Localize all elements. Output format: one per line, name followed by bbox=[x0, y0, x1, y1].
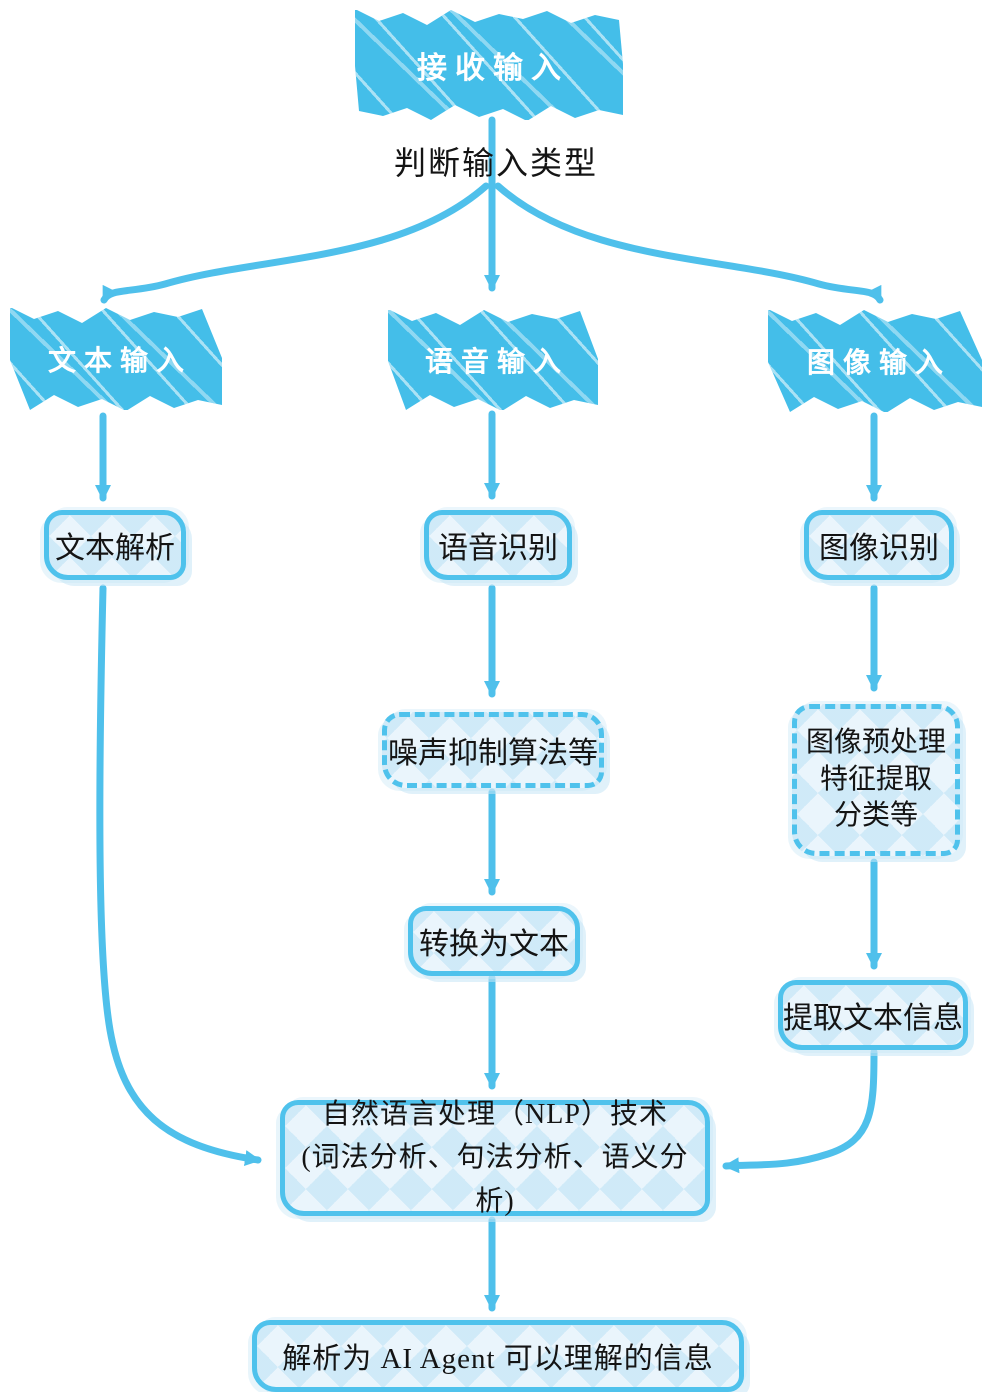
node-receive-input: 接收输入 bbox=[355, 10, 623, 120]
node-nlp-line1: 自然语言处理（NLP）技术 bbox=[322, 1098, 668, 1130]
node-text-input-label: 文本输入 bbox=[47, 345, 192, 376]
node-image-preprocess-line3: 分类等 bbox=[833, 800, 918, 832]
node-text-parse-label: 文本解析 bbox=[55, 532, 175, 565]
node-voice-recognize: 语音识别 bbox=[424, 510, 572, 580]
node-text-input: 文本输入 bbox=[10, 308, 222, 410]
node-convert-to-text-label: 转换为文本 bbox=[419, 928, 569, 961]
branch-decision-label: 判断输入类型 bbox=[394, 145, 599, 181]
node-nlp-line2: (词法分析、句法分析、语义分析) bbox=[301, 1142, 689, 1217]
node-final-label: 解析为 AI Agent 可以理解的信息 bbox=[282, 1343, 714, 1375]
node-image-recognize-label: 图像识别 bbox=[819, 532, 939, 565]
node-extract-text-label: 提取文本信息 bbox=[783, 1002, 963, 1035]
node-noise-suppress: 噪声抑制算法等 bbox=[382, 712, 604, 788]
node-image-input-label: 图像输入 bbox=[806, 347, 951, 378]
node-image-preprocess: 图像预处理 特征提取 分类等 bbox=[792, 704, 960, 856]
node-nlp: 自然语言处理（NLP）技术 (词法分析、句法分析、语义分析) bbox=[280, 1099, 710, 1217]
node-image-preprocess-line1: 图像预处理 bbox=[805, 727, 946, 759]
node-receive-input-label: 接收输入 bbox=[417, 52, 569, 85]
node-voice-input: 语音输入 bbox=[388, 310, 598, 410]
arrow-text-parse-to-nlp bbox=[96, 584, 262, 1166]
node-convert-to-text: 转换为文本 bbox=[408, 906, 580, 976]
arrow-extract-to-nlp bbox=[722, 1048, 878, 1174]
node-text-parse: 文本解析 bbox=[44, 510, 186, 580]
node-image-recognize: 图像识别 bbox=[804, 510, 954, 580]
arrow-branch-to-image-input bbox=[494, 182, 884, 304]
node-image-input: 图像输入 bbox=[768, 310, 982, 412]
node-extract-text: 提取文本信息 bbox=[778, 980, 968, 1050]
node-image-preprocess-line2: 特征提取 bbox=[819, 763, 932, 795]
node-final: 解析为 AI Agent 可以理解的信息 bbox=[252, 1320, 744, 1392]
node-voice-input-label: 语音输入 bbox=[424, 346, 569, 377]
arrow-branch-to-text-input bbox=[100, 182, 490, 304]
node-noise-suppress-label: 噪声抑制算法等 bbox=[388, 737, 598, 770]
node-voice-recognize-label: 语音识别 bbox=[438, 532, 558, 565]
